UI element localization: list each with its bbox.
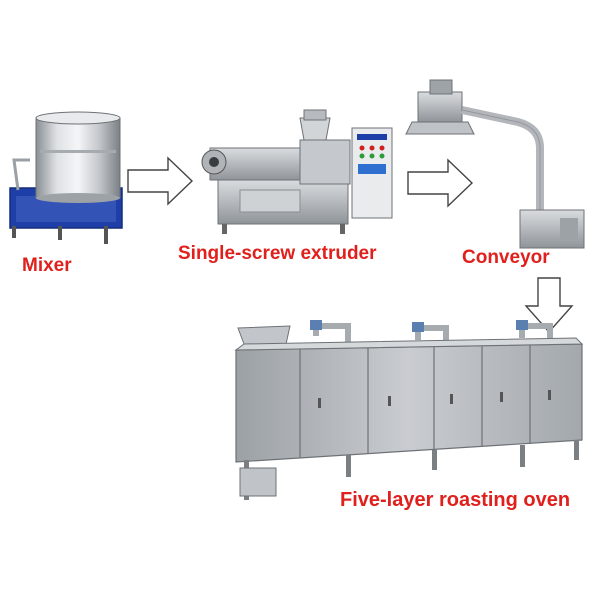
extruder-machine-icon [201,109,393,234]
flow-arrow-extruder-to-conveyor [407,158,474,208]
oven-machine-icon [234,320,584,500]
conveyor-machine-icon [405,79,585,249]
label-extruder: Single-screw extruder [178,243,377,264]
label-mixer: Mixer [22,255,72,276]
flow-arrow-conveyor-to-oven [524,277,574,334]
flow-arrow-mixer-to-extruder [127,156,194,206]
mixer-machine-icon [9,111,123,244]
label-conveyor: Conveyor [462,247,550,268]
label-oven: Five-layer roasting oven [340,489,571,511]
